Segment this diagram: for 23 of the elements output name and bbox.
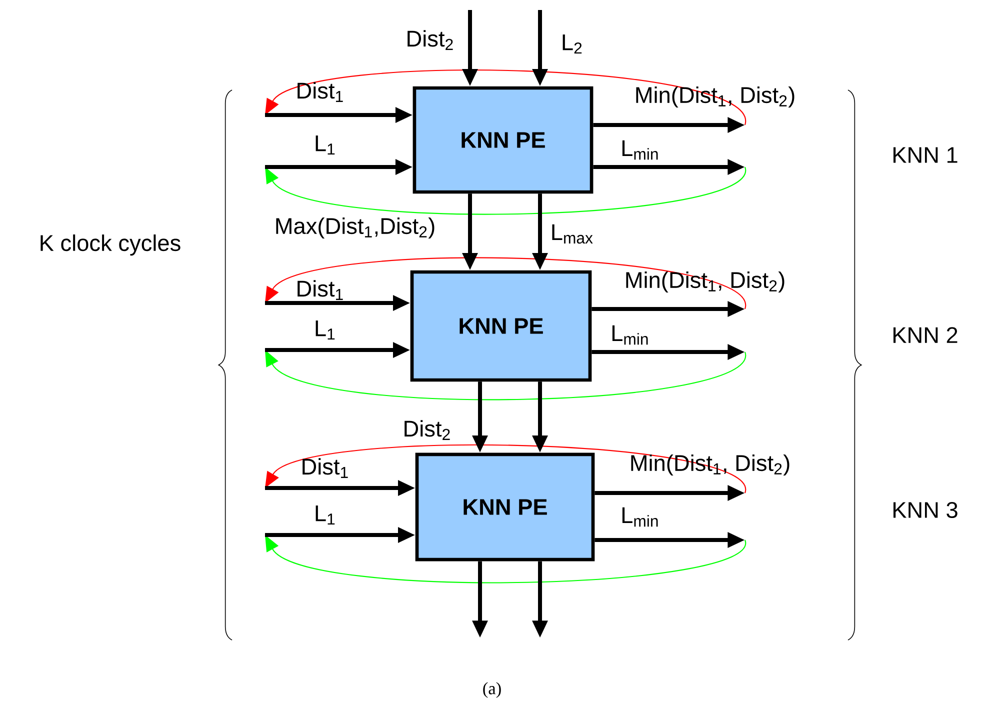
side-label: KNN 3	[894, 502, 958, 518]
process-box: KNN PE	[415, 452, 595, 562]
process-box: KNN PE	[412, 86, 594, 194]
edge-label: L$_{1}$	[316, 505, 335, 525]
edge-label: Dist$_{1}$	[298, 280, 343, 300]
edge-label: Dist$_{2}$	[408, 30, 453, 50]
edge-label: L$_{2}$	[562, 34, 582, 54]
process-box: KNN PE	[410, 270, 592, 382]
edge-label: L$_{1}$	[316, 320, 335, 340]
side-label: K clock cycles	[40, 234, 180, 256]
edge-label: Dist$_{1}$	[302, 458, 348, 478]
edge-label: L$_{min}$	[622, 140, 658, 160]
edge-label: L$_{1}$	[316, 135, 335, 155]
edge-label: Max(Dist$_{1}$,Dist$_{2}$)	[276, 217, 434, 239]
side-label: KNN 2	[894, 327, 958, 343]
edge-label: Min(Dist$_{1}$, Dist$_{2}$)	[626, 271, 784, 293]
edge-label: L$_{min}$	[612, 325, 648, 345]
caption: (a)	[483, 682, 501, 698]
edge-label: L$_{max}$	[552, 224, 593, 244]
edge-label: Dist$_{2}$	[404, 420, 450, 440]
side-label: KNN 1	[894, 147, 958, 163]
edge-label: L$_{min}$	[622, 507, 658, 527]
edge-label: Dist$_{1}$	[298, 82, 343, 102]
